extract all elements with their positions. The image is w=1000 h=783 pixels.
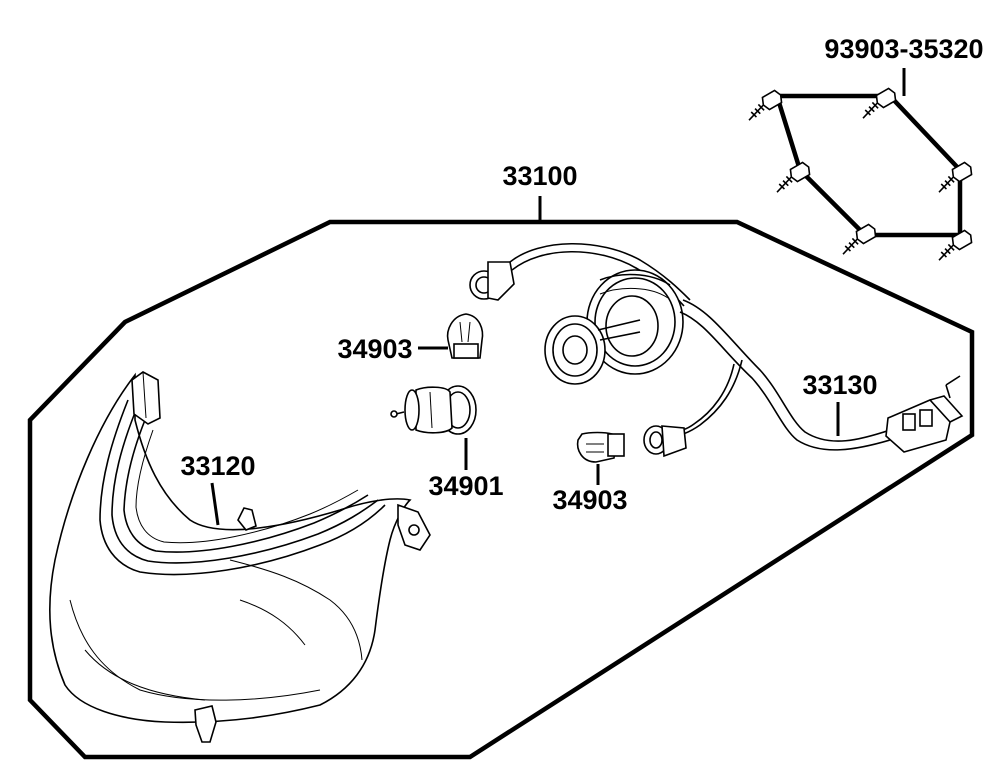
screw-5 xyxy=(842,223,877,255)
screw-3 xyxy=(776,161,811,193)
label-34903-upper: 34903 xyxy=(337,334,412,364)
label-93903-35320: 93903-35320 xyxy=(824,34,983,64)
label-33100: 33100 xyxy=(502,161,577,191)
label-33130: 33130 xyxy=(802,370,877,400)
screw-6 xyxy=(938,229,973,261)
leader-33120 xyxy=(210,482,220,526)
screw-4 xyxy=(938,161,973,193)
screw-2 xyxy=(862,87,897,119)
assembly-boundary xyxy=(27,219,975,760)
label-34901: 34901 xyxy=(428,471,503,501)
socket-harness xyxy=(469,242,964,458)
small-bulb-upper xyxy=(446,313,484,359)
main-bulb xyxy=(390,385,477,435)
headlight-lens xyxy=(49,371,431,743)
screw-1 xyxy=(748,89,783,121)
label-34903-lower: 34903 xyxy=(552,485,627,515)
label-33120: 33120 xyxy=(180,451,255,481)
small-bulb-lower xyxy=(576,431,625,463)
screws xyxy=(748,87,973,261)
